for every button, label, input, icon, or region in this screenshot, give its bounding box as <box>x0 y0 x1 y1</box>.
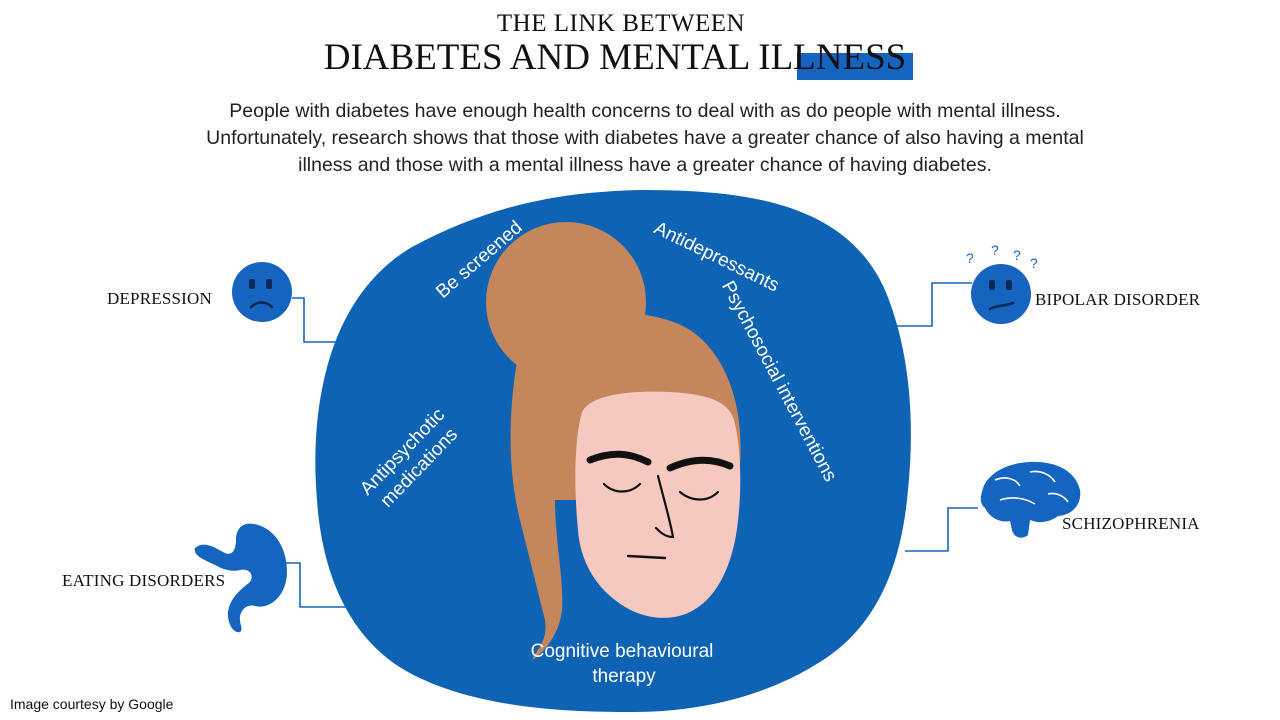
page-title: DIABETES AND MENTAL ILLNESS <box>323 37 907 78</box>
intro-line: illness and those with a mental illness … <box>298 154 992 176</box>
title-small: THE LINK BETWEEN <box>496 10 746 37</box>
question-mark: ? <box>1013 247 1021 263</box>
sad-face-icon <box>232 262 292 322</box>
connector-schizophrenia <box>905 507 978 552</box>
face-features <box>586 450 734 560</box>
connector-bipolar <box>878 282 972 327</box>
intro-line: Unfortunately, research shows that those… <box>206 127 1084 149</box>
condition-schizophrenia: SCHIZOPHRENIA <box>1062 514 1200 533</box>
intro-paragraph: People with diabetes have enough health … <box>170 98 1120 179</box>
question-mark: ? <box>966 250 974 266</box>
question-marks: ? ? ? ? <box>966 242 1038 271</box>
stomach-icon <box>194 523 287 633</box>
confused-face-icon <box>971 264 1031 324</box>
condition-depression: DEPRESSION <box>107 289 212 308</box>
treatment-cbt-line1: Cognitive behavioural <box>531 641 714 662</box>
woman-face <box>575 391 741 618</box>
title-accent-bar <box>797 53 913 80</box>
connector-depression <box>292 297 352 343</box>
connector-lines <box>284 282 978 608</box>
brain-icon <box>980 461 1081 538</box>
treatment-cbt-line2: therapy <box>592 666 656 687</box>
image-credit: Image courtesy by Google <box>10 696 174 712</box>
connector-eating <box>284 562 362 608</box>
intro-line: People with diabetes have enough health … <box>229 100 1061 122</box>
question-mark: ? <box>1030 255 1038 271</box>
condition-bipolar: BIPOLAR DISORDER <box>1035 290 1201 309</box>
condition-eating-disorders: EATING DISORDERS <box>62 571 226 590</box>
question-mark: ? <box>991 242 999 258</box>
